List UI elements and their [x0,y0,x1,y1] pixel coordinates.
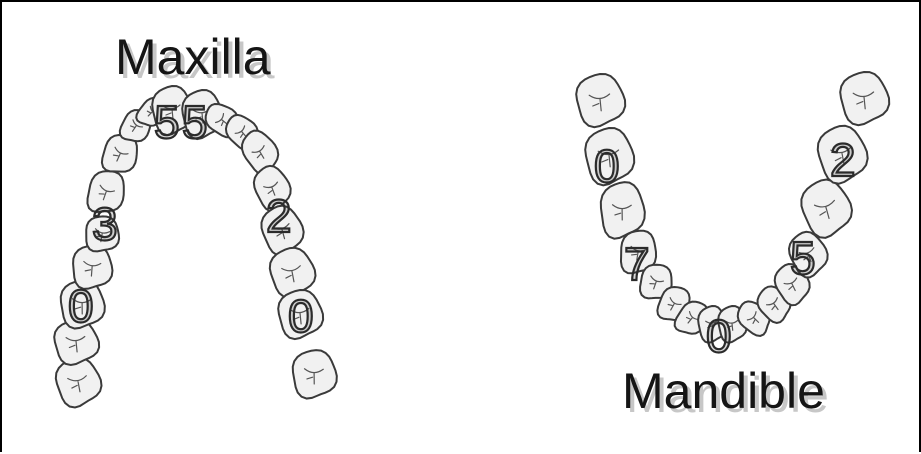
mandible-number-4: 5 [790,232,816,284]
mandible-tooth-16 [840,72,889,125]
maxilla-number-6: 0 [288,290,314,342]
mandible-number-1: 0 [594,140,620,192]
maxilla-tooth-19 [290,348,339,401]
maxilla-tooth-1 [54,356,103,409]
maxilla-number-2: 5 [182,96,208,148]
maxilla-number-1: 5 [154,96,180,148]
mandible-arch [576,72,889,343]
mandible-number-2: 2 [830,134,856,186]
maxilla-number-5: 2 [266,190,292,242]
mandible-tooth-1 [576,74,625,127]
mandible-number-5: 0 [706,310,732,362]
mandible-label: Mandible [622,363,825,419]
maxilla-label: Maxilla [115,29,271,85]
mandible-number-3: 7 [624,238,650,290]
maxilla-number-4: 0 [68,280,94,332]
maxilla-number-3: 3 [92,198,118,250]
